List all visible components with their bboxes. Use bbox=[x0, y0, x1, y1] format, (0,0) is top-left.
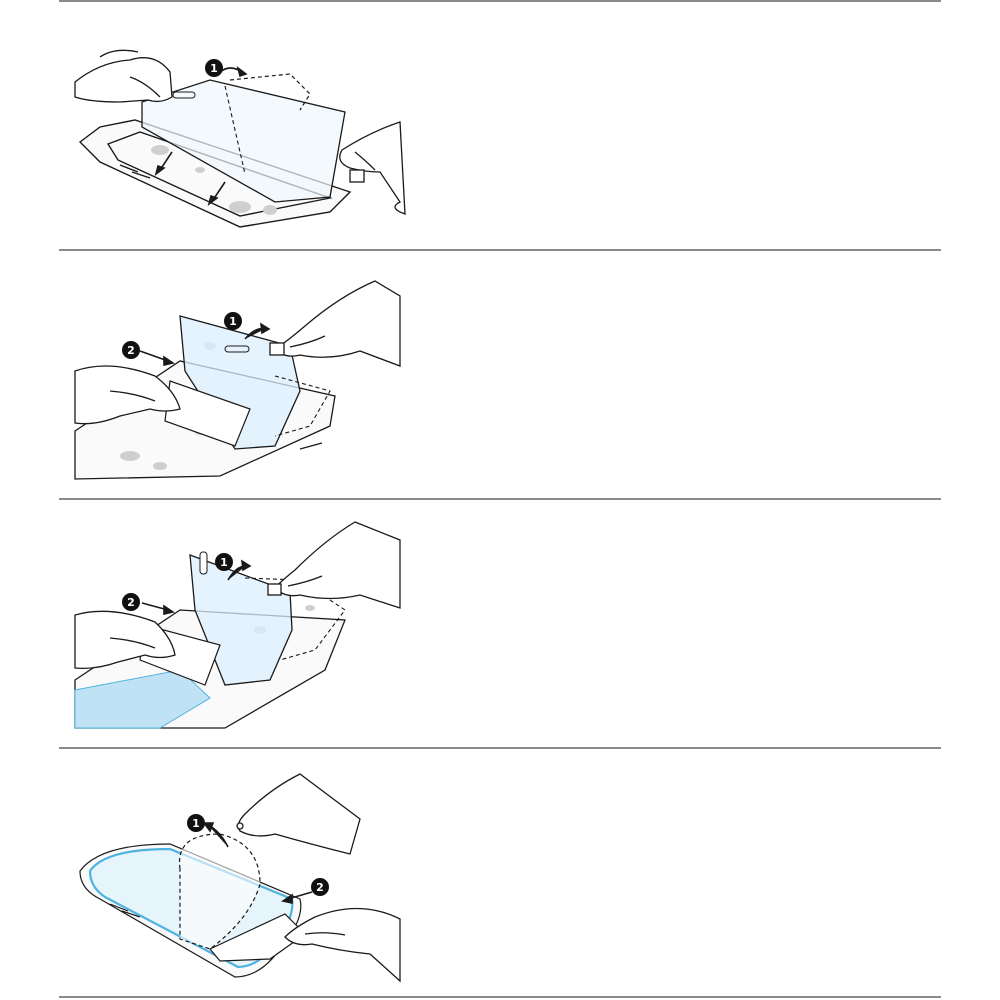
badge-number: 2 bbox=[127, 596, 135, 609]
step-2-illustration: 1 2 bbox=[60, 251, 940, 497]
step-badge-1: 1 bbox=[187, 814, 205, 832]
hand-icon bbox=[339, 121, 406, 215]
arrow-icon bbox=[141, 559, 252, 615]
protector-film-icon bbox=[141, 73, 346, 203]
divider-3 bbox=[59, 747, 941, 749]
step-badge-2: 2 bbox=[311, 878, 329, 896]
arrow-icon bbox=[139, 322, 271, 366]
hand-icon bbox=[284, 907, 401, 983]
hand-icon bbox=[269, 280, 401, 367]
step-3-drawing: 1 2 bbox=[74, 521, 401, 729]
divider-bottom bbox=[59, 996, 941, 998]
dust-smudge-icon bbox=[151, 145, 277, 215]
arrow-icon bbox=[202, 822, 313, 904]
badge-number: 1 bbox=[220, 556, 228, 569]
hand-icon bbox=[236, 773, 361, 855]
step-badge-1: 1 bbox=[205, 59, 223, 77]
step-badge-2: 2 bbox=[122, 341, 140, 359]
hand-icon bbox=[74, 49, 173, 103]
step-badge-1: 1 bbox=[215, 553, 233, 571]
step-4-illustration: 1 2 bbox=[60, 749, 940, 995]
arrow-icon bbox=[154, 66, 248, 206]
badge-number: 1 bbox=[210, 62, 218, 75]
badge-number: 1 bbox=[192, 817, 200, 830]
hand-icon bbox=[74, 365, 181, 425]
badge-number: 1 bbox=[229, 315, 237, 328]
applied-film-area bbox=[74, 669, 211, 729]
step-4-drawing: 1 2 bbox=[79, 773, 401, 983]
protector-film-icon bbox=[178, 833, 306, 962]
step-1-drawing: 1 bbox=[74, 49, 406, 228]
hand-icon bbox=[267, 521, 401, 609]
badge-number: 2 bbox=[316, 881, 324, 894]
step-badge-1: 1 bbox=[224, 312, 242, 330]
hand-icon bbox=[74, 610, 176, 670]
divider-2 bbox=[59, 498, 941, 500]
step-1-illustration: 1 bbox=[60, 2, 940, 248]
divider-1 bbox=[59, 249, 941, 251]
step-badge-2: 2 bbox=[122, 593, 140, 611]
step-3-illustration: 1 2 bbox=[60, 500, 940, 746]
divider-top bbox=[59, 0, 941, 2]
step-2-drawing: 1 2 bbox=[74, 280, 401, 480]
badge-number: 2 bbox=[127, 344, 135, 357]
